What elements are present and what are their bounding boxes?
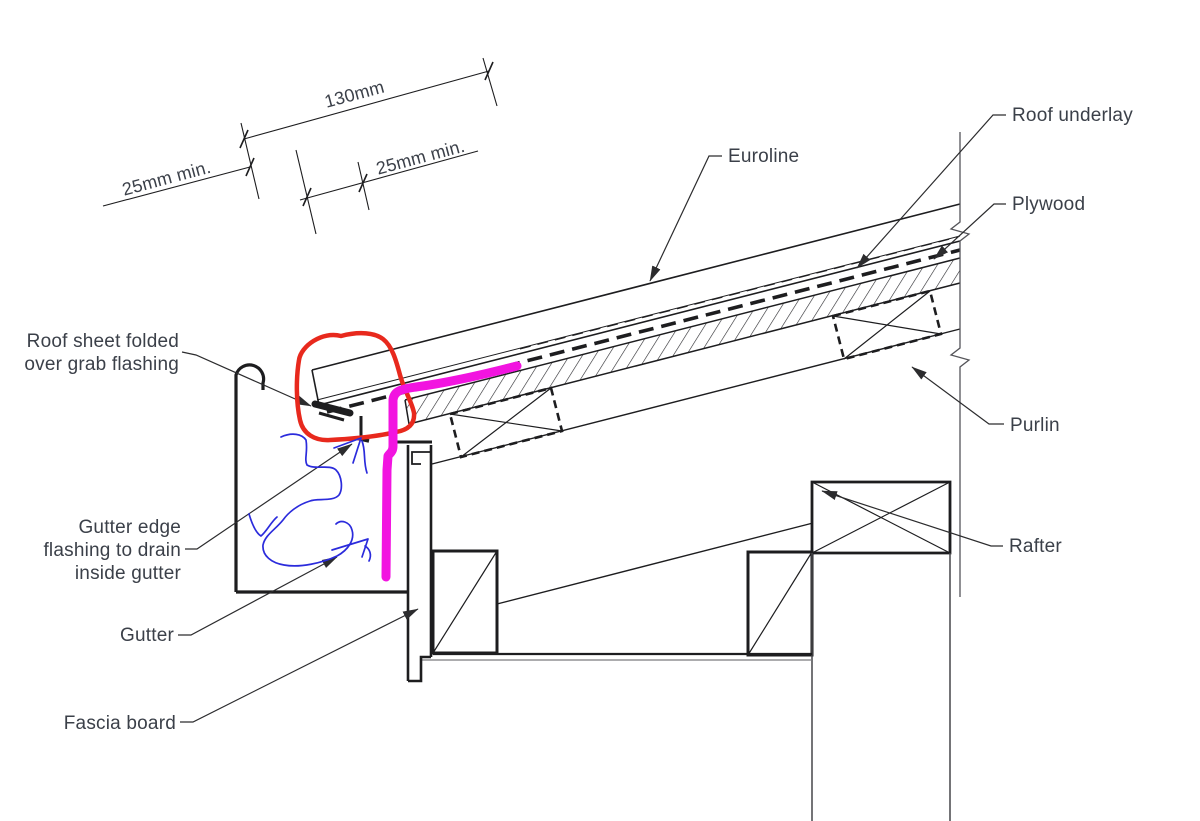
extension-line xyxy=(482,57,498,107)
label-roof-sheet-folded-1: Roof sheet folded xyxy=(27,331,179,352)
label-gutter-edge-3: inside gutter xyxy=(75,563,182,584)
fascia-bottom-return xyxy=(408,655,431,683)
plywood-hatch xyxy=(405,258,960,424)
dimension-line-130mm xyxy=(243,70,490,140)
leader-euroline xyxy=(649,155,722,282)
sheet-profile-dashed-line xyxy=(519,236,959,350)
label-purlin: Purlin xyxy=(1010,415,1060,436)
label-rafter: Rafter xyxy=(1009,536,1062,557)
gutter-shape xyxy=(234,363,407,594)
blocking-diagonal xyxy=(432,550,498,654)
sheet-top-edge xyxy=(311,203,961,371)
labels: Euroline Roof underlay Plywood Purlin Ra… xyxy=(24,105,1133,734)
fascia-top-notch xyxy=(411,451,431,465)
leader-roof-sheet-folded xyxy=(181,351,312,407)
break-line xyxy=(949,132,971,597)
leader-purlin xyxy=(911,366,1004,425)
leader-rafter xyxy=(821,490,1003,547)
fascia-board-shape xyxy=(390,440,433,683)
annotation-blue-scribble xyxy=(248,433,372,567)
label-gutter-edge-1: Gutter edge xyxy=(78,517,181,538)
sheet-bottom-edge xyxy=(318,240,961,406)
roof-sheet-euroline xyxy=(311,203,961,422)
label-gutter: Gutter xyxy=(120,625,174,646)
wall-stud-lines xyxy=(811,553,951,821)
sheet-fold-face xyxy=(311,369,320,406)
dimension-line-25mm-right xyxy=(299,150,479,201)
gutter-bead-and-front xyxy=(234,363,266,592)
dimension-tick xyxy=(245,157,255,177)
leader-fascia-board xyxy=(180,608,419,723)
dimension-tick xyxy=(239,61,494,149)
leader-lines xyxy=(178,114,1006,723)
blue-scribble-wiggle xyxy=(248,513,278,537)
extension-line xyxy=(240,122,260,200)
blue-scribble-zigzag xyxy=(331,538,372,562)
blue-scribble-main xyxy=(262,433,354,567)
dimension-line-25mm-left xyxy=(102,166,251,207)
extension-line xyxy=(357,161,370,211)
label-gutter-edge-2: flashing to drain xyxy=(43,540,181,561)
soffit xyxy=(421,652,812,661)
blue-arrow-tail xyxy=(361,440,368,474)
purlin-cross xyxy=(449,387,563,458)
rafter xyxy=(431,328,961,605)
sheet-bottom-inner-line xyxy=(316,235,961,401)
blocking-diagonal xyxy=(747,551,813,656)
rafter-top-edge xyxy=(431,328,961,465)
annotation-magenta-flashing-trace xyxy=(381,361,522,582)
label-plywood: Plywood xyxy=(1012,194,1085,215)
sheet-hem-underside xyxy=(318,411,345,422)
purlin-cross xyxy=(832,290,942,360)
leader-roof-underlay xyxy=(856,114,1006,269)
label-roof-sheet-folded-2: over grab flashing xyxy=(24,354,179,375)
label-roof-underlay: Roof underlay xyxy=(1012,105,1133,126)
rafter-bottom-edge xyxy=(496,522,814,605)
plywood-layer xyxy=(404,257,961,425)
label-fascia-board: Fascia board xyxy=(64,713,176,734)
blue-arrow-barbs xyxy=(333,437,362,464)
dimension-tick xyxy=(302,173,368,207)
leader-gutter xyxy=(178,556,338,636)
label-euroline: Euroline xyxy=(728,146,799,167)
leader-gutter-edge-flashing xyxy=(185,443,353,550)
leader-plywood xyxy=(933,203,1006,260)
extension-line xyxy=(295,149,317,235)
sheet-hem-fold xyxy=(311,400,354,417)
roof-underlay-membrane xyxy=(326,248,961,414)
hand-annotations xyxy=(248,330,522,582)
